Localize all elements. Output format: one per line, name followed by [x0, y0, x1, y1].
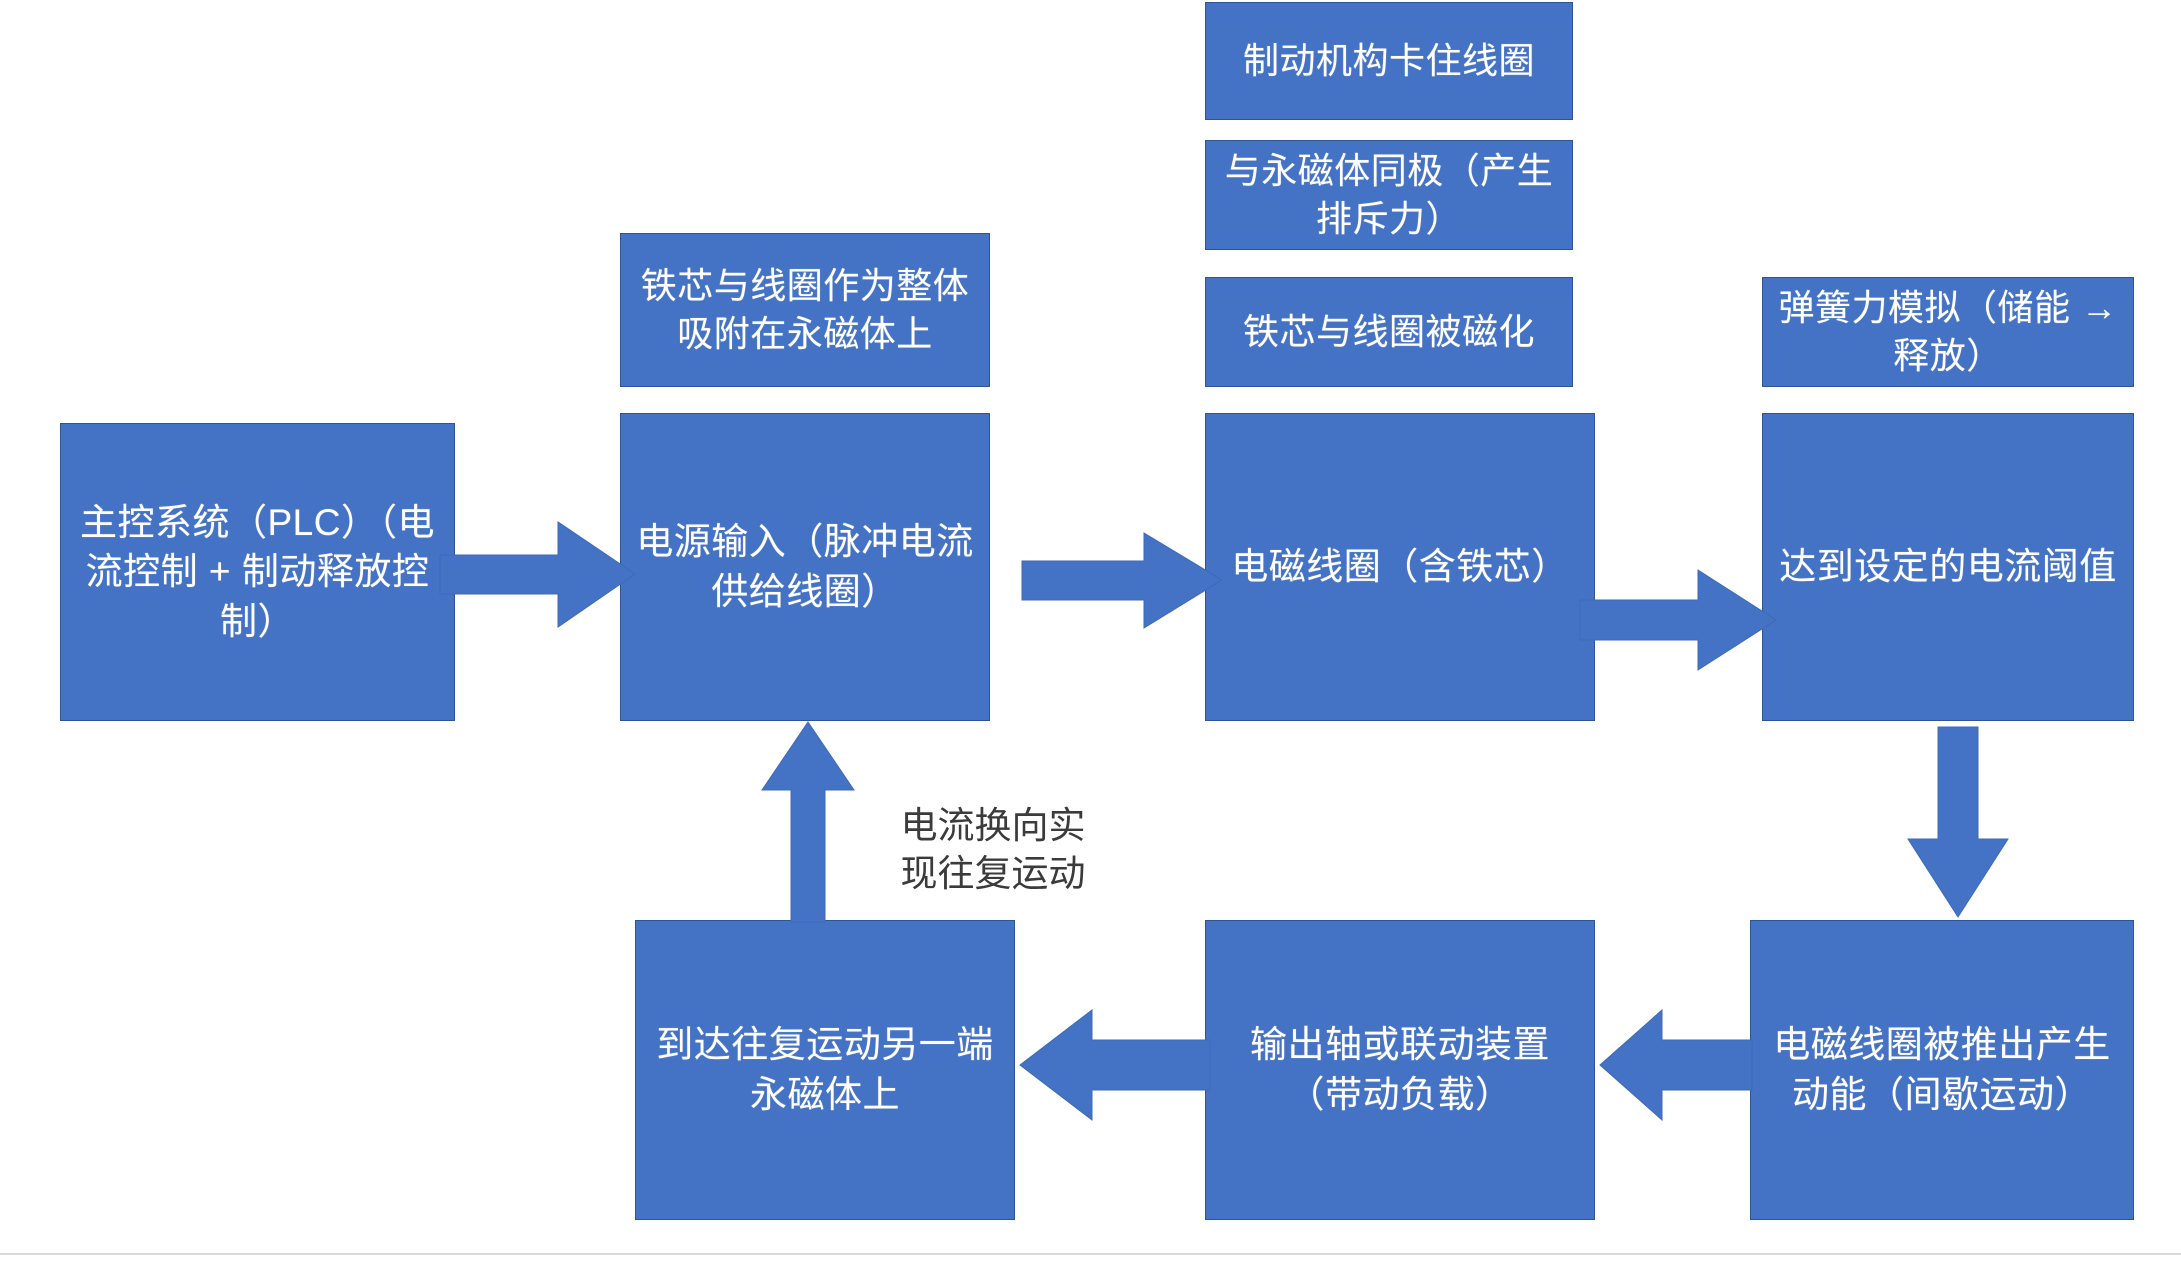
node-coil-label: 电磁线圈（含铁芯） — [1231, 546, 1569, 588]
node-other-end-label: 到达往复运动另一端永磁体上 — [656, 1024, 994, 1115]
node-plc[interactable]: 主控系统（PLC）（电流控制 + 制动释放控制） — [60, 423, 455, 721]
node-polarity-note-label: 与永磁体同极（产生排斥力） — [1224, 149, 1554, 239]
arrow-pushed-to-output — [1599, 1008, 1753, 1122]
node-attach-note[interactable]: 铁芯与线圈作为整体吸附在永磁体上 — [620, 233, 990, 387]
node-power-input[interactable]: 电源输入（脉冲电流供给线圈） — [620, 413, 990, 721]
arrow-output-to-otherend — [1019, 1008, 1211, 1122]
arrow-power-to-coil — [1021, 532, 1223, 629]
node-plc-label: 主控系统（PLC）（电流控制 + 制动释放控制） — [80, 501, 435, 642]
edge-label-current-reversal: 电流换向实 现往复运动 — [900, 805, 1086, 895]
arrow-plc-to-power — [439, 521, 636, 628]
node-pushed-out-label: 电磁线圈被推出产生动能（间歇运动） — [1773, 1024, 2111, 1115]
node-attach-note-label: 铁芯与线圈作为整体吸附在永磁体上 — [640, 264, 970, 354]
node-spring-note[interactable]: 弹簧力模拟（储能 → 释放） — [1762, 277, 2134, 387]
arrow-coil-to-threshold — [1579, 569, 1777, 671]
node-brake-note-label: 制动机构卡住线圈 — [1242, 39, 1535, 81]
node-magnetize-note-label: 铁芯与线圈被磁化 — [1242, 310, 1535, 352]
node-output-shaft-label: 输出轴或联动装置（带动负载） — [1250, 1024, 1550, 1115]
node-output-shaft[interactable]: 输出轴或联动装置（带动负载） — [1205, 920, 1595, 1220]
node-threshold-label: 达到设定的电流阈值 — [1779, 546, 2117, 588]
node-brake-note[interactable]: 制动机构卡住线圈 — [1205, 2, 1573, 120]
node-other-end[interactable]: 到达往复运动另一端永磁体上 — [635, 920, 1015, 1220]
node-polarity-note[interactable]: 与永磁体同极（产生排斥力） — [1205, 140, 1573, 250]
arrow-threshold-to-pushed — [1907, 726, 2009, 918]
node-threshold[interactable]: 达到设定的电流阈值 — [1762, 413, 2134, 721]
node-power-input-label: 电源输入（脉冲电流供给线圈） — [636, 521, 974, 612]
node-spring-note-label: 弹簧力模拟（储能 → 释放） — [1778, 286, 2118, 376]
node-pushed-out[interactable]: 电磁线圈被推出产生动能（间歇运动） — [1750, 920, 2134, 1220]
node-coil[interactable]: 电磁线圈（含铁芯） — [1205, 413, 1595, 721]
arrow-otherend-to-power — [761, 721, 855, 923]
bottom-divider — [0, 1253, 2181, 1255]
node-magnetize-note[interactable]: 铁芯与线圈被磁化 — [1205, 277, 1573, 387]
